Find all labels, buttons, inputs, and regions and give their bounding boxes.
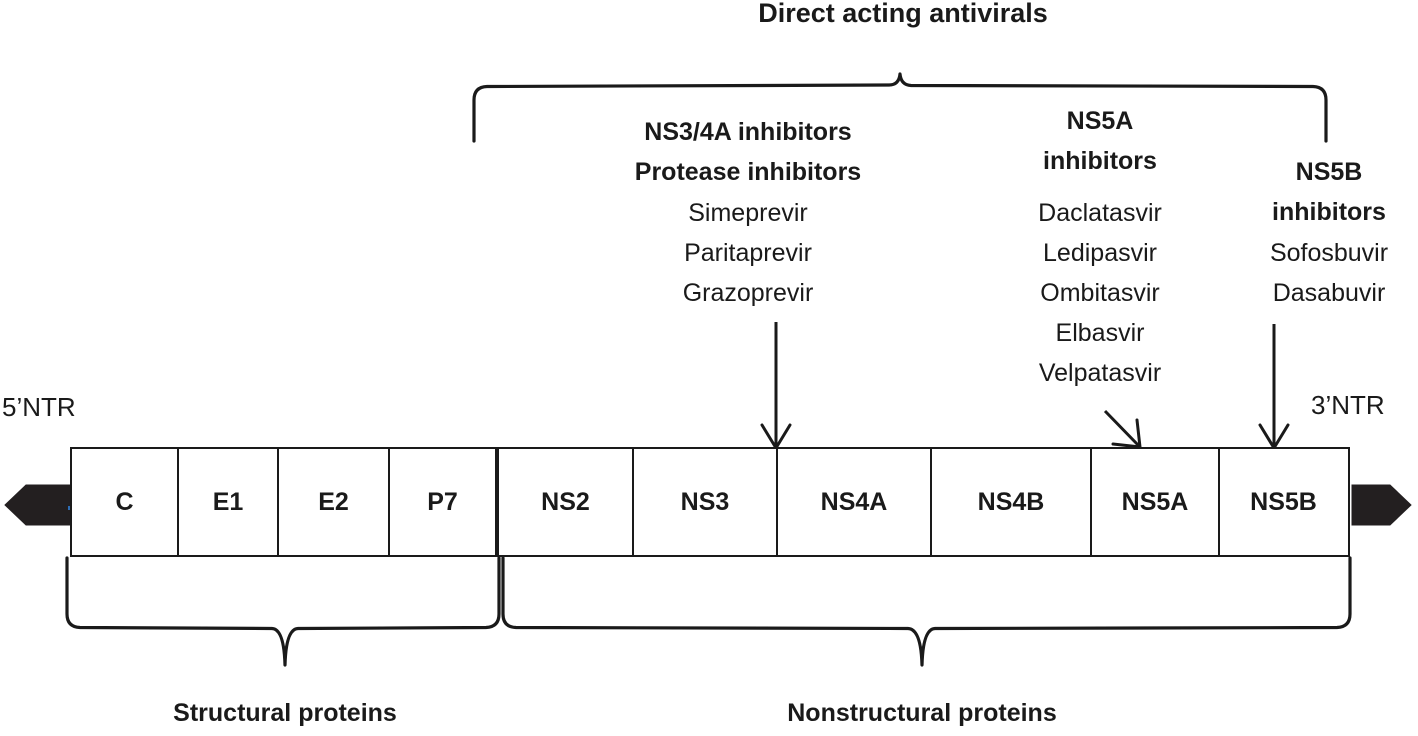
ns5a-group-heading-line1: NS5A (1066, 107, 1134, 135)
drug-sofosbuvir: Sofosbuvir (1269, 239, 1389, 267)
drug-paritaprevir: Paritaprevir (684, 239, 812, 267)
nonstructural-proteins-label: Nonstructural proteins (787, 699, 1057, 727)
arrow-ns5b-inhibitors (1258, 324, 1290, 450)
gene-box-ns4b[interactable]: NS4B (932, 449, 1092, 555)
ns5a-group-heading-line2: inhibitors (1043, 147, 1157, 175)
drug-velpatasvir: Velpatasvir (1038, 359, 1162, 387)
gene-box-ns2[interactable]: NS2 (499, 449, 634, 555)
drug-dasabuvir: Dasabuvir (1272, 279, 1386, 307)
structural-proteins-label: Structural proteins (173, 699, 397, 727)
five-prime-ntr-label: 5’NTR (2, 392, 76, 422)
drug-ombitasvir: Ombitasvir (1040, 279, 1160, 307)
drug-elbasvir: Elbasvir (1055, 319, 1145, 347)
arrow-ns3-4a-inhibitors (760, 322, 792, 450)
page-title: Direct acting antivirals (758, 0, 1048, 28)
gene-box-ns3[interactable]: NS3 (634, 449, 778, 555)
gene-box-p7[interactable]: P7 (390, 449, 499, 555)
right-terminus-arrowhead (1351, 484, 1412, 526)
drug-grazoprevir: Grazoprevir (682, 279, 814, 307)
ns5b-group-heading-line1: NS5B (1295, 158, 1363, 186)
drug-ledipasvir: Ledipasvir (1043, 239, 1157, 267)
drug-daclatasvir: Daclatasvir (1038, 199, 1162, 227)
gene-box-ns4a[interactable]: NS4A (778, 449, 932, 555)
hcv-genome-map: C E1 E2 P7 NS2 NS3 NS4A NS4B NS5A NS5B (70, 447, 1350, 557)
gene-box-e2[interactable]: E2 (279, 449, 390, 555)
gene-box-e1[interactable]: E1 (179, 449, 279, 555)
ns5b-group-heading-line2: inhibitors (1272, 198, 1386, 226)
direct-acting-antivirals-brace (472, 72, 1328, 143)
drug-simeprevir: Simeprevir (688, 199, 808, 227)
arrow-ns5a-inhibitors (1103, 409, 1142, 449)
gene-box-c[interactable]: C (72, 449, 179, 555)
gene-box-ns5a[interactable]: NS5A (1092, 449, 1220, 555)
three-prime-ntr-label: 3’NTR (1311, 390, 1385, 420)
ns3-4a-group-heading-line1: NS3/4A inhibitors (644, 118, 852, 146)
structural-proteins-brace (65, 556, 501, 667)
nonstructural-proteins-brace (501, 556, 1352, 667)
ns3-4a-group-heading-line2: Protease inhibitors (634, 158, 862, 186)
gene-box-ns5b[interactable]: NS5B (1220, 449, 1347, 555)
